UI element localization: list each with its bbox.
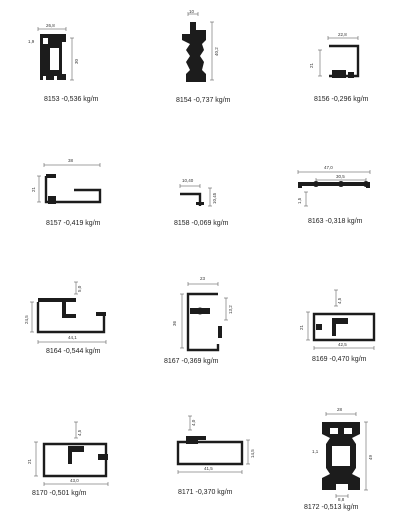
profile-8164-dim-0: 5,0	[77, 285, 82, 292]
profile-8153-dim-2: 30	[74, 58, 79, 64]
profile-8164-drawing	[30, 281, 107, 344]
profile-8154-dim-1: 40,2	[214, 47, 219, 56]
profile-8153-dim-0: 26,8	[46, 23, 55, 28]
profile-8169-drawing	[306, 289, 376, 350]
profile-8171: 4,0 14,5 41,5 8171 -0,370 kg/m	[168, 412, 264, 504]
profile-8157-drawing	[37, 163, 102, 204]
profile-8171-dim-1: 14,5	[250, 449, 255, 458]
profile-8158: 10,40 10,45 8158 -0,069 kg/m	[170, 174, 260, 238]
profile-8154: 10 40,2 8154 -0,737 kg/m	[168, 9, 258, 110]
profile-8172-dim-1: 1,1	[312, 449, 319, 454]
profile-8172-drawing	[322, 412, 368, 498]
profile-8170-dim-1: 21	[27, 458, 32, 464]
profile-8167-drawing	[180, 282, 228, 352]
profile-8169-dim-2: 42,5	[338, 342, 347, 347]
profile-8163-dim-2: 1,5	[297, 197, 302, 204]
profile-8156-dim-1: 21	[309, 62, 314, 68]
profile-8156-drawing	[318, 36, 360, 78]
profile-8167-dim-2: 13,2	[228, 305, 233, 314]
profile-8169-dim-1: 21	[299, 324, 304, 330]
profile-8169-caption: 8169 -0,470 kg/m	[312, 356, 367, 363]
profile-8156: 22,8 21 8156 -0,296 kg/m	[306, 32, 396, 112]
profile-8154-dim-0: 10	[189, 9, 195, 14]
profile-8171-caption: 8171 -0,370 kg/m	[178, 489, 233, 496]
profile-8157-caption: 8157 -0,419 kg/m	[46, 220, 101, 227]
profile-8163-dim-1: 30,5	[336, 174, 345, 179]
profile-8172: 28 1,1 49 8,8 8172 -0,513 kg/m	[304, 404, 404, 516]
profile-8158-dim-0: 10,40	[182, 178, 194, 183]
profile-8170: 4,5 21 43,0 8170 -0,501 kg/m	[27, 418, 128, 504]
profile-8167-dim-0: 23	[200, 276, 206, 281]
profile-8154-drawing	[182, 12, 214, 82]
profile-8158-drawing	[179, 184, 212, 207]
profile-8170-dim-2: 43,0	[70, 478, 79, 483]
profile-8171-drawing	[176, 415, 250, 474]
profile-8163-drawing	[297, 170, 371, 207]
profile-8164-dim-2: 44,1	[68, 335, 77, 340]
profile-8153-caption: 8153 -0,536 kg/m	[44, 96, 99, 103]
profile-8163-dim-0: 47,0	[324, 165, 333, 170]
profile-8167-caption: 8167 -0,369 kg/m	[164, 358, 219, 365]
profile-8156-dim-0: 22,8	[338, 32, 347, 37]
profile-8172-dim-2: 49	[368, 454, 373, 460]
profile-8158-dim-1: 10,45	[212, 192, 217, 204]
profile-8172-dim-0: 28	[337, 407, 343, 412]
profile-8153: 26,8 1,9 30 8153 -0,536 kg/m	[24, 22, 114, 112]
profile-8164-dim-1: 24,5	[24, 315, 29, 324]
profile-8170-dim-0: 4,5	[77, 429, 82, 436]
profile-8169-dim-0: 4,5	[337, 297, 342, 304]
profile-8170-caption: 8170 -0,501 kg/m	[32, 490, 87, 497]
profile-8163: 47,0 30,5 1,5 8163 -0,318 kg/m	[292, 162, 402, 238]
profile-8157: 38 21 8157 -0,419 kg/m	[31, 156, 124, 236]
profile-8171-dim-0: 4,0	[191, 419, 196, 426]
profile-8172-dim-3: 8,8	[338, 497, 345, 502]
profile-8157-dim-0: 38	[68, 158, 74, 163]
profile-8167-dim-1: 36	[172, 320, 177, 326]
profile-8167: 23 36 13,2 8167 -0,369 kg/m	[164, 274, 266, 370]
profile-8158-caption: 8158 -0,069 kg/m	[174, 220, 229, 227]
profile-8156-caption: 8156 -0,296 kg/m	[314, 96, 369, 103]
profile-8171-dim-2: 41,5	[204, 466, 213, 471]
profile-8153-drawing	[37, 27, 74, 81]
profile-8170-drawing	[34, 421, 109, 486]
profile-8164: 5,0 24,5 44,1 8164 -0,544 kg/m	[24, 280, 124, 362]
profile-8157-dim-1: 21	[31, 186, 36, 192]
profile-8153-dim-1: 1,9	[28, 39, 35, 44]
profile-8163-caption: 8163 -0,318 kg/m	[308, 218, 363, 225]
profile-8154-caption: 8154 -0,737 kg/m	[176, 97, 231, 104]
profile-8172-caption: 8172 -0,513 kg/m	[304, 504, 359, 511]
profile-8169: 4,5 21 42,5 8169 -0,470 kg/m	[296, 284, 404, 370]
profile-8164-caption: 8164 -0,544 kg/m	[46, 348, 101, 355]
